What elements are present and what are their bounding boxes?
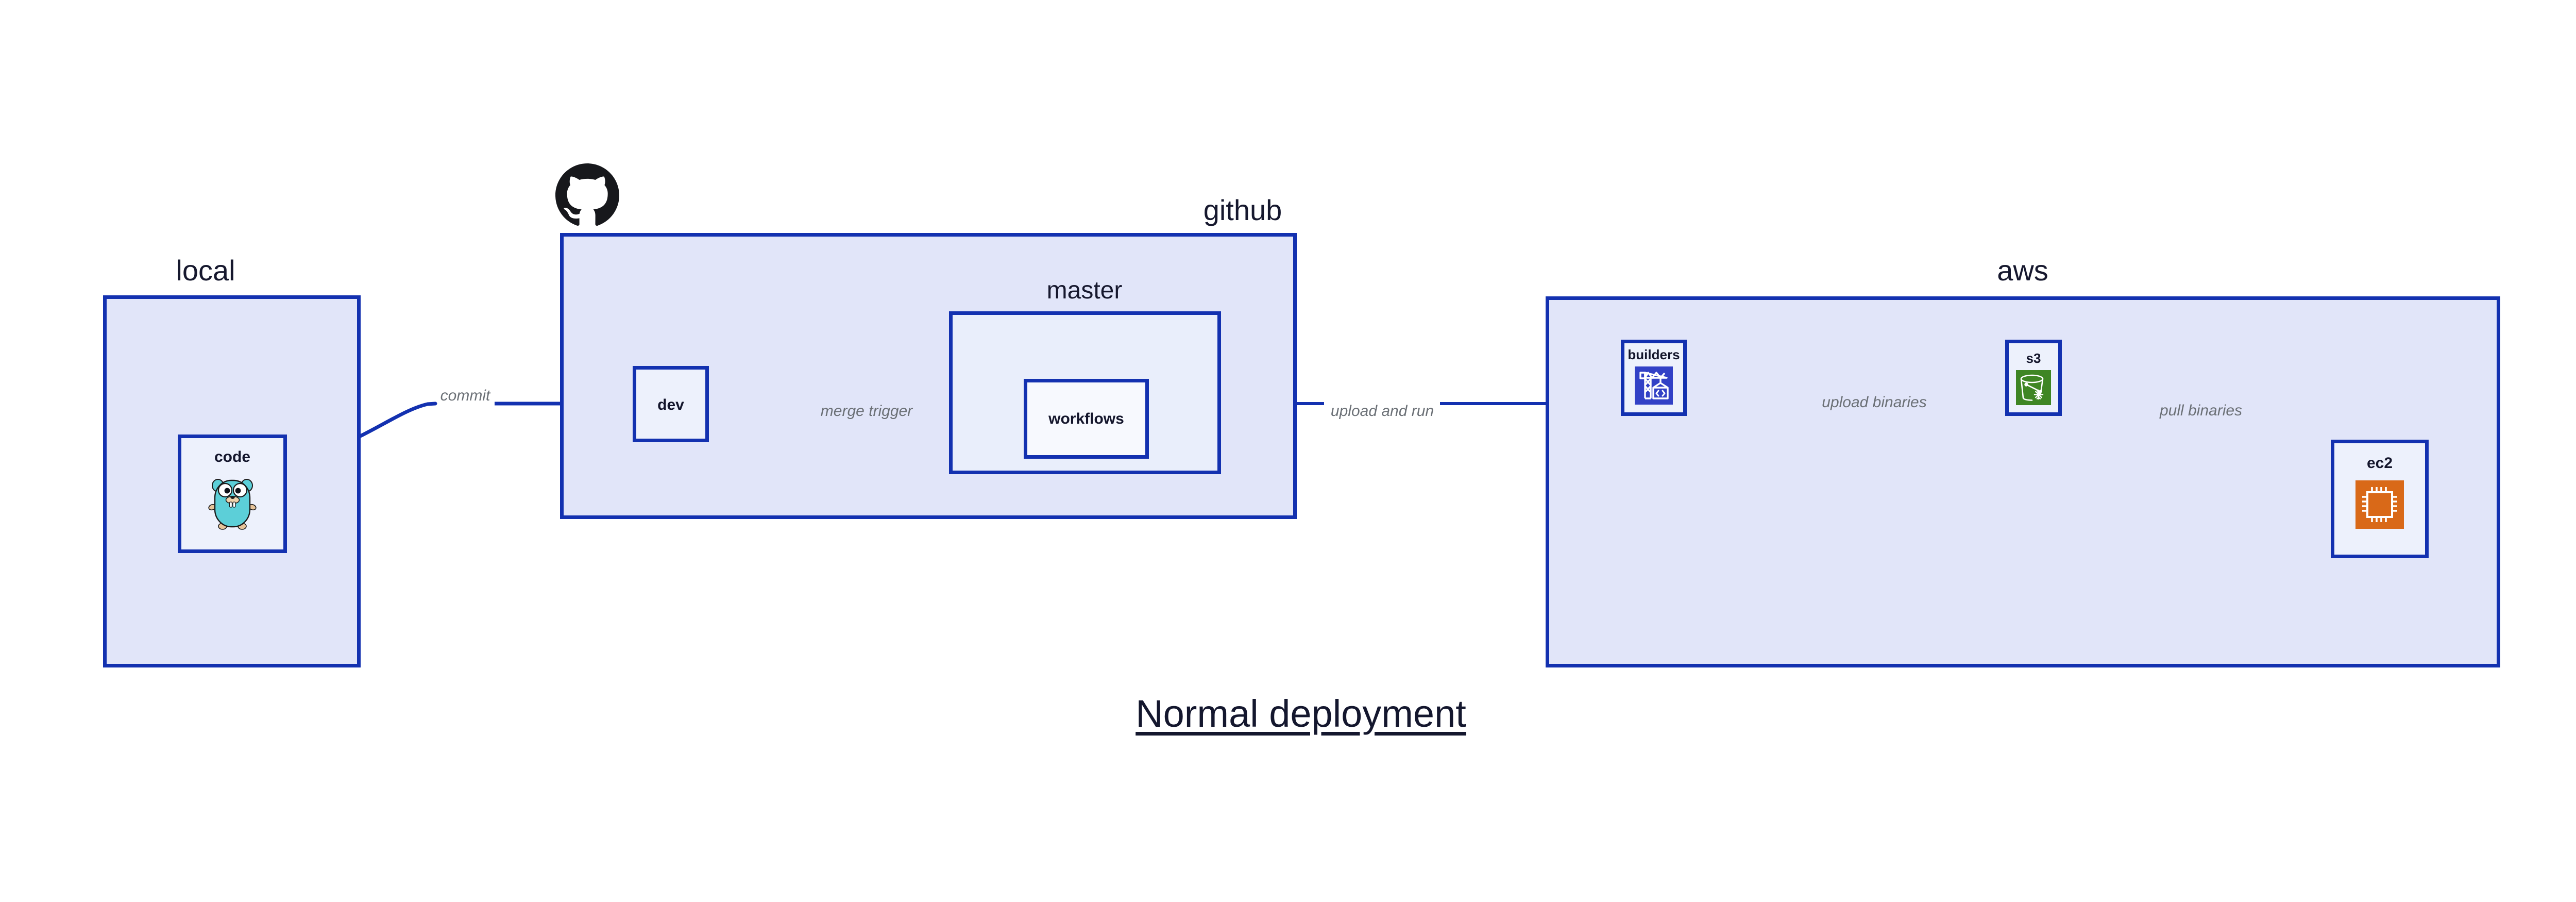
node-ec2[interactable]: ec2: [2331, 440, 2429, 558]
group-title-github: github: [1203, 194, 1282, 226]
node-builders-box[interactable]: builders: [1621, 340, 1687, 416]
aws-builders-crane-icon: [1635, 366, 1673, 407]
group-title-local: local: [176, 254, 235, 287]
node-dev-label: dev: [657, 396, 684, 413]
go-gopher-icon: [208, 473, 257, 533]
node-ec2-label: ec2: [2366, 455, 2393, 472]
aws-ec2-chip-icon: [2355, 480, 2404, 531]
edge-label-merge-trigger: merge trigger: [820, 403, 913, 420]
node-builders-label: builders: [1628, 347, 1680, 362]
diagram-caption: Normal deployment: [1136, 692, 1466, 735]
subgroup-title-master: master: [1046, 277, 1123, 304]
edge-label-pull-binaries: pull binaries: [2159, 402, 2243, 419]
node-code[interactable]: code: [178, 435, 287, 553]
node-workflows-label: workflows: [1048, 410, 1124, 427]
edge-label-commit: commit: [440, 387, 490, 404]
aws-s3-bucket-icon: [2016, 370, 2051, 408]
edge-label-upload-binaries: upload binaries: [1822, 394, 1927, 411]
node-workflows[interactable]: workflows: [1024, 379, 1149, 459]
node-s3-label: s3: [2026, 350, 2041, 366]
node-s3[interactable]: s3: [2005, 340, 2062, 416]
group-title-aws: aws: [1997, 254, 2048, 287]
edge-label-upload-and-run: upload and run: [1330, 403, 1434, 420]
node-code-label: code: [214, 448, 251, 465]
github-octocat-icon: [555, 163, 619, 230]
node-dev[interactable]: dev: [633, 366, 709, 442]
